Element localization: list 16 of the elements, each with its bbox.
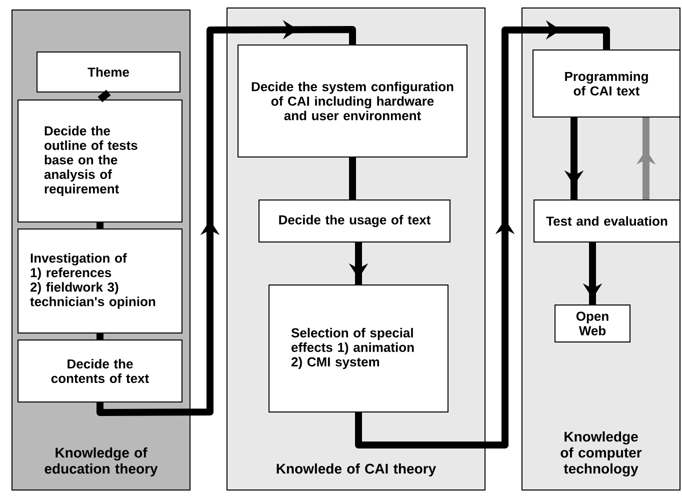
process-box: Selection of special effects 1) animation 2) CMI system: [268, 284, 448, 412]
process-box: Investigation of 1) references 2) fieldwork 3) technician's opinion: [18, 228, 182, 334]
connector-line: [96, 222, 104, 228]
process-box: Decide the usage of text: [258, 200, 450, 242]
process-box: Test and evaluation: [534, 200, 680, 242]
process-box: Theme: [36, 52, 180, 92]
arrow: [355, 20, 610, 448]
process-box: Decide the contents of text: [18, 340, 182, 402]
process-box: Open Web: [554, 304, 630, 342]
process-box: Decide the system configuration of CAI including hardware and user environment: [238, 44, 468, 158]
connector-line: [349, 158, 356, 200]
process-box: Decide the outline of tests base on the analysis of requirement: [18, 100, 182, 222]
arrow: [96, 20, 356, 416]
connector-line: [98, 90, 111, 102]
process-box: Programming of CAI text: [532, 50, 680, 118]
connector-line: [96, 334, 104, 340]
